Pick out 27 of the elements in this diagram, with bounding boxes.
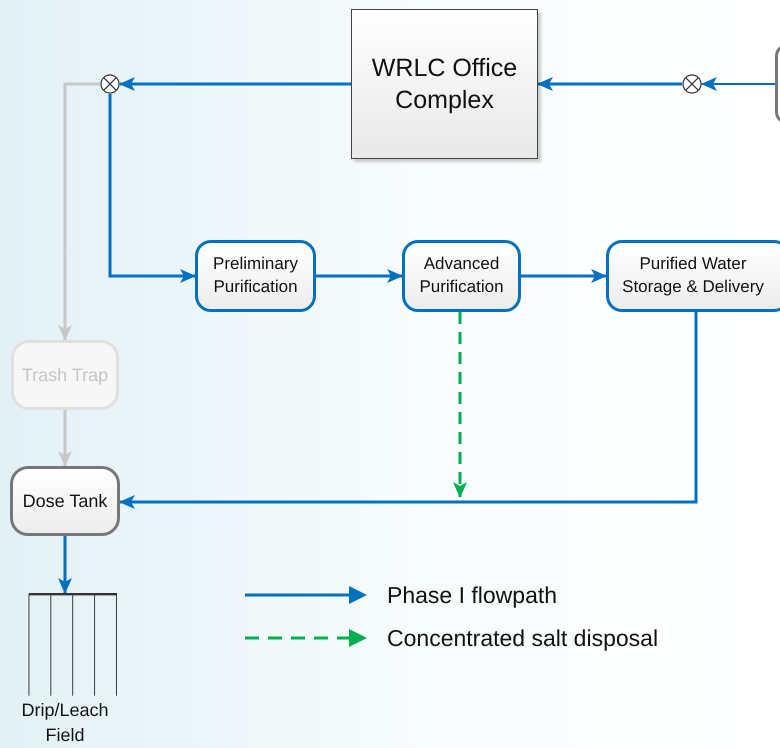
node-label: Advanced Purification <box>418 253 505 298</box>
arrow <box>701 77 775 91</box>
office-box <box>351 9 538 159</box>
node-label: Purified Water Storage & Delivery <box>621 253 765 298</box>
process-box <box>11 340 119 410</box>
arrow <box>58 410 72 467</box>
valve-symbol <box>100 74 120 94</box>
arrow <box>58 536 72 594</box>
process-box <box>402 240 521 312</box>
process-box <box>606 240 780 312</box>
arrow <box>119 77 351 91</box>
node-label: Dose Tank <box>22 490 108 512</box>
valve-symbol <box>682 74 702 94</box>
arrow <box>316 269 403 283</box>
dashed-arrow <box>453 312 467 498</box>
arrow <box>58 82 100 341</box>
arrow <box>537 77 682 91</box>
arrow <box>521 269 607 283</box>
legend-label: Concentrated salt disposal <box>387 624 658 653</box>
arrow <box>108 94 196 283</box>
process-box <box>10 466 120 536</box>
arrow <box>119 312 698 509</box>
node-label: WRLC Office Complex <box>370 52 518 116</box>
legend-label: Phase I flowpath <box>387 581 558 610</box>
node-label: Drip/Leach Field <box>20 698 110 747</box>
node-label: Preliminary Purification <box>212 253 300 298</box>
process-box <box>195 240 316 312</box>
